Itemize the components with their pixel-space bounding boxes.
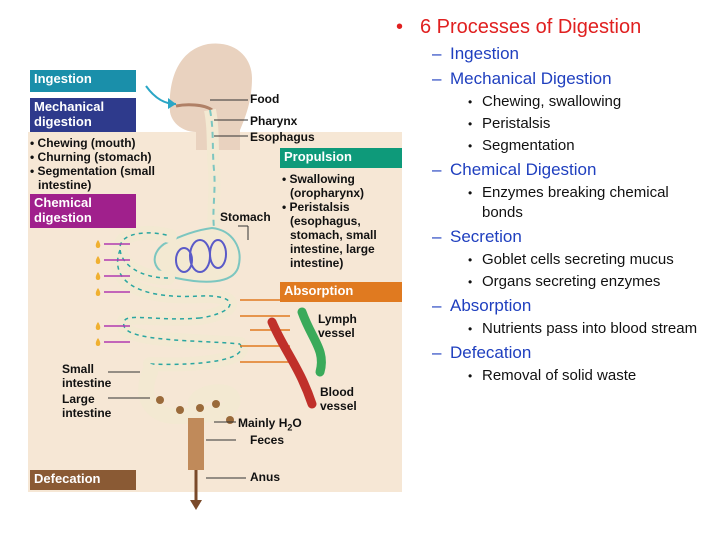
absorption-box: Absorption xyxy=(280,282,402,302)
esophagus-label: Esophagus xyxy=(250,130,315,144)
defecation-arrowhead xyxy=(190,500,202,510)
esophagus-wall xyxy=(209,109,216,229)
large-intestine xyxy=(138,364,241,425)
anus-label: Anus xyxy=(250,470,280,484)
propulsion-box: Propulsion xyxy=(280,148,402,168)
mechanical-digestion-box: Mechanical digestion xyxy=(30,98,136,132)
outline-detail: Enzymes breaking chemical bonds xyxy=(392,183,712,223)
ingestion-box: Ingestion xyxy=(30,70,136,92)
outline-detail: Segmentation xyxy=(392,136,712,156)
propulsion-list-item: Swallowing (oropharynx) xyxy=(282,172,402,200)
outline-process: Mechanical Digestion xyxy=(392,67,712,90)
blood-vessel-shape xyxy=(267,317,317,409)
mainly-h2o-label: Mainly H2O xyxy=(238,416,302,433)
mechanical-digestion-list-item: Chewing (mouth) xyxy=(30,136,180,150)
food-label: Food xyxy=(250,92,280,106)
blood-vessel-label: Blood vessel xyxy=(320,385,357,413)
propulsion-list: Swallowing (oropharynx)Peristalsis (esop… xyxy=(282,172,402,270)
outline-process: Defecation xyxy=(392,341,712,364)
stomach-churn-2 xyxy=(209,239,227,269)
chemical-digestion-box: Chemical digestion xyxy=(30,194,136,228)
large-intestine-label: Large intestine xyxy=(62,392,112,420)
oral-cavity xyxy=(175,103,213,112)
outline-detail: Goblet cells secreting mucus xyxy=(392,250,712,270)
small-intestine-label: Small intestine xyxy=(62,362,112,390)
mechanical-digestion-list-item: Segmentation (small intestine) xyxy=(30,164,180,192)
defecation-box: Defecation xyxy=(30,470,136,490)
stomach-label: Stomach xyxy=(220,210,271,224)
outline-process: Ingestion xyxy=(392,42,712,65)
outline-detail: Chewing, swallowing xyxy=(392,92,712,112)
mechanical-digestion-list: Chewing (mouth)Churning (stomach)Segment… xyxy=(30,136,180,192)
food-arrowhead xyxy=(168,98,176,109)
mechanical-digestion-list-item: Churning (stomach) xyxy=(30,150,180,164)
enzyme-arrows xyxy=(104,243,130,343)
digestion-outline: 6 Processes of Digestion IngestionMechan… xyxy=(392,14,712,386)
outline-process: Absorption xyxy=(392,294,712,317)
outline-process: Chemical Digestion xyxy=(392,158,712,181)
outline-detail: Removal of solid waste xyxy=(392,366,712,386)
outline-detail: Peristalsis xyxy=(392,114,712,134)
lymph-vessel-shape xyxy=(297,307,326,377)
outline-detail: Organs secreting enzymes xyxy=(392,272,712,292)
leader-lines xyxy=(108,99,249,479)
lymph-vessel-label: Lymph vessel xyxy=(318,312,357,340)
head-silhouette xyxy=(169,43,252,150)
stomach-churn-3 xyxy=(175,247,193,273)
feces-label: Feces xyxy=(250,433,285,447)
outline-detail: Nutrients pass into blood stream xyxy=(392,319,712,339)
pharynx-label: Pharynx xyxy=(250,114,298,128)
outline-process: Secretion xyxy=(392,225,712,248)
propulsion-list-item: Peristalsis (esophagus, stomach, small i… xyxy=(282,200,402,270)
outline-heading: 6 Processes of Digestion xyxy=(392,14,712,40)
